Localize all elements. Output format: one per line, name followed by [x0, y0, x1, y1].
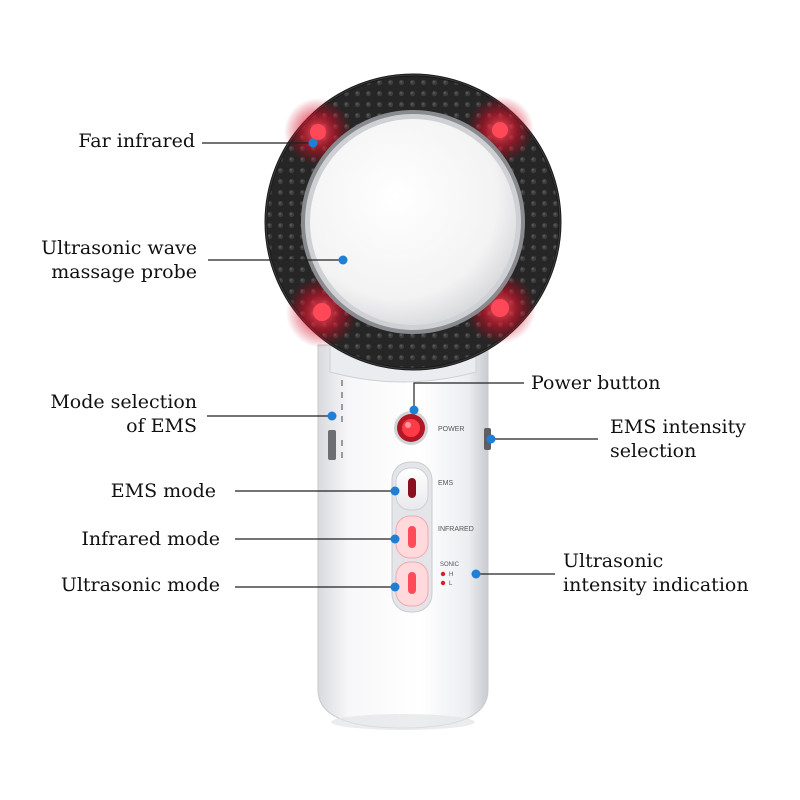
- probe-label-line1: Ultrasonic wave: [41, 237, 197, 259]
- probe-label: Ultrasonic wave massage probe: [41, 236, 197, 284]
- sonic-low-led: [440, 580, 446, 586]
- ems-intensity-label: EMS intensity selection: [610, 415, 746, 463]
- ems-mode-label: EMS mode: [111, 479, 216, 503]
- ultrasonic-probe-lens: [310, 119, 516, 325]
- ems-mode-marks: [341, 380, 343, 458]
- far-infrared-label: Far infrared: [78, 129, 195, 153]
- ultrasonic-intensity-line1: Ultrasonic: [563, 550, 664, 572]
- infrared-text: INFRARED: [438, 526, 474, 533]
- ultrasonic-mode-label: Ultrasonic mode: [61, 573, 220, 597]
- sonic-high-text: H: [449, 572, 453, 578]
- ems-selection-line2: of EMS: [126, 415, 197, 437]
- sonic-low-text: L: [449, 581, 453, 587]
- infrared-mode-text: Infrared mode: [81, 528, 220, 550]
- infrared-mode-button[interactable]: [395, 515, 429, 559]
- leader-lines: [202, 142, 598, 588]
- sonic-high-led: [440, 571, 446, 577]
- leader-dots: [308, 138, 496, 592]
- ems-intensity-line1: EMS intensity: [610, 416, 747, 438]
- ems-mode-button[interactable]: [395, 467, 429, 511]
- ultrasonic-mode-text: Ultrasonic mode: [60, 574, 220, 596]
- ultrasonic-intensity-label: Ultrasonic intensity indication: [563, 549, 749, 597]
- power-text: POWER: [438, 426, 464, 433]
- ems-intensity-line2: selection: [610, 440, 697, 462]
- ultrasonic-mode-button[interactable]: [395, 561, 429, 607]
- ultrasonic-intensity-line2: intensity indication: [563, 574, 749, 596]
- infrared-mode-label: Infrared mode: [81, 527, 220, 551]
- sonic-text: SONIC: [440, 562, 460, 568]
- power-button-text: Power button: [531, 372, 661, 394]
- ems-selection-label: Mode selection of EMS: [50, 390, 197, 438]
- ems-mode-text: EMS mode: [110, 480, 216, 502]
- ems-mode-slider[interactable]: [328, 430, 336, 460]
- far-infrared-text: Far infrared: [78, 130, 195, 152]
- ems-text: EMS: [438, 480, 454, 487]
- probe-label-line2: massage probe: [51, 261, 197, 283]
- ems-selection-line1: Mode selection: [50, 391, 197, 413]
- power-button-label: Power button: [531, 371, 660, 395]
